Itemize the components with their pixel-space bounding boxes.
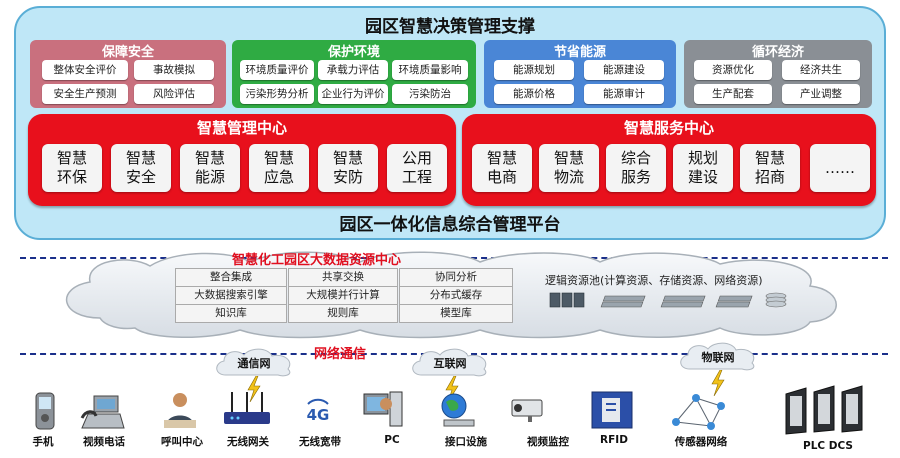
bigdata-cell: 模型库	[399, 304, 513, 323]
cloud-icon	[412, 348, 487, 377]
management-tile: 智慧 安全	[111, 144, 171, 192]
category-title: 节省能源	[553, 45, 606, 60]
service-tile: ……	[810, 144, 870, 192]
video-camera-icon	[511, 399, 543, 422]
management-tile: 智慧 环保	[42, 144, 102, 192]
device-label: 呼叫中心	[161, 436, 203, 448]
cloud-icon	[216, 348, 291, 377]
bigdata-cell: 规则库	[288, 304, 398, 323]
category-item: 环境质量评价	[240, 60, 314, 80]
category-title: 循环经济	[751, 45, 804, 60]
bigdata-cell: 知识库	[175, 304, 287, 323]
category-item: 整体安全评价	[42, 60, 128, 80]
service-center-title: 智慧服务中心	[623, 119, 714, 137]
sensor-network-icon	[672, 394, 725, 430]
lightning-icon	[247, 376, 261, 402]
platform-title-top: 园区智慧决策管理支撑	[365, 17, 535, 37]
network-cloud-label: 物联网	[701, 351, 735, 364]
device-label: 无线网关	[227, 436, 269, 448]
device-label: PLC DCS	[803, 440, 853, 452]
service-tile: 规划 建设	[673, 144, 733, 192]
category-item: 承载力评估	[318, 60, 388, 80]
service-tile: 综合 服务	[606, 144, 666, 192]
resource-pool-label: 逻辑资源池(计算资源、存储资源、网络资源)	[545, 274, 763, 287]
device-label: 手机	[32, 436, 54, 448]
rfid-icon	[591, 391, 633, 429]
bigdata-cell: 共享交换	[288, 268, 398, 287]
category-item: 能源规划	[494, 60, 574, 80]
management-center-panel: 智慧管理中心 智慧 环保 智慧 安全 智慧 能源 智慧 应急 智慧 安防 公用 …	[28, 114, 456, 206]
category-item: 经济共生	[782, 60, 860, 80]
lightning-icon	[711, 370, 725, 396]
server-rack-icon	[549, 292, 787, 308]
wireless-broadband-icon: 4G	[307, 398, 330, 424]
bigdata-title: 智慧化工园区大数据资源中心	[232, 253, 402, 268]
service-tile: 智慧 物流	[539, 144, 599, 192]
category-energy: 节省能源 能源规划 能源建设 能源价格 能源审计	[484, 40, 676, 108]
management-tile: 智慧 能源	[180, 144, 240, 192]
category-item: 污染形势分析	[240, 84, 314, 104]
category-item: 资源优化	[694, 60, 772, 80]
category-item: 能源价格	[494, 84, 574, 104]
cloud-icon	[680, 342, 755, 371]
category-item: 产业调整	[782, 84, 860, 104]
interface-device-icon	[441, 393, 475, 427]
management-tile: 智慧 安防	[318, 144, 378, 192]
bigdata-cell: 大数据搜索引擎	[175, 286, 287, 305]
category-item: 事故模拟	[134, 60, 214, 80]
device-label: 传感器网络	[674, 436, 728, 448]
device-label: 接口设施	[445, 436, 487, 448]
bigdata-cell: 整合集成	[175, 268, 287, 287]
service-tile: 智慧 招商	[740, 144, 800, 192]
category-item: 安全生产预测	[42, 84, 128, 104]
network-cloud-label: 互联网	[433, 357, 467, 370]
service-center-panel: 智慧服务中心 智慧 电商 智慧 物流 综合 服务 规划 建设 智慧 招商 ……	[462, 114, 876, 206]
category-item: 环境质量影响	[392, 60, 468, 80]
call-center-icon	[164, 393, 196, 428]
category-item: 生产配套	[694, 84, 772, 104]
platform-title-bottom: 园区一体化信息综合管理平台	[339, 215, 561, 235]
svg-text:4G: 4G	[307, 406, 330, 424]
network-title: 网络通信	[314, 347, 367, 362]
video-phone-icon	[80, 395, 125, 429]
category-circular-economy: 循环经济 资源优化 经济共生 生产配套 产业调整	[684, 40, 872, 108]
category-title: 保障安全	[101, 45, 154, 60]
category-title: 保护环境	[327, 45, 380, 60]
bigdata-cell: 协同分析	[399, 268, 513, 287]
wireless-gateway-icon	[224, 392, 270, 424]
category-environment: 保护环境 环境质量评价 承载力评估 环境质量影响 污染形势分析 企业行为评价 污…	[232, 40, 476, 108]
service-tile: 智慧 电商	[472, 144, 532, 192]
category-item: 企业行为评价	[318, 84, 388, 104]
management-tile: 公用 工程	[387, 144, 447, 192]
category-item: 风险评估	[134, 84, 214, 104]
bigdata-cell: 大规模并行计算	[288, 286, 398, 305]
device-label: PC	[384, 434, 400, 446]
category-item: 能源审计	[584, 84, 664, 104]
device-label: 无线宽带	[299, 436, 341, 448]
plc-dcs-server-icon	[785, 385, 863, 435]
management-tile: 智慧 应急	[249, 144, 309, 192]
management-center-title: 智慧管理中心	[196, 119, 287, 137]
pc-icon	[363, 391, 403, 427]
device-label: RFID	[600, 434, 628, 446]
category-safety: 保障安全 整体安全评价 事故模拟 安全生产预测 风险评估	[30, 40, 226, 108]
network-cloud-label: 通信网	[237, 357, 271, 370]
category-item: 能源建设	[584, 60, 664, 80]
category-item: 污染防治	[392, 84, 468, 104]
device-label: 视频电话	[83, 436, 125, 448]
bigdata-cell: 分布式缓存	[399, 286, 513, 305]
mobile-phone-icon	[35, 392, 55, 430]
device-label: 视频监控	[527, 436, 569, 448]
